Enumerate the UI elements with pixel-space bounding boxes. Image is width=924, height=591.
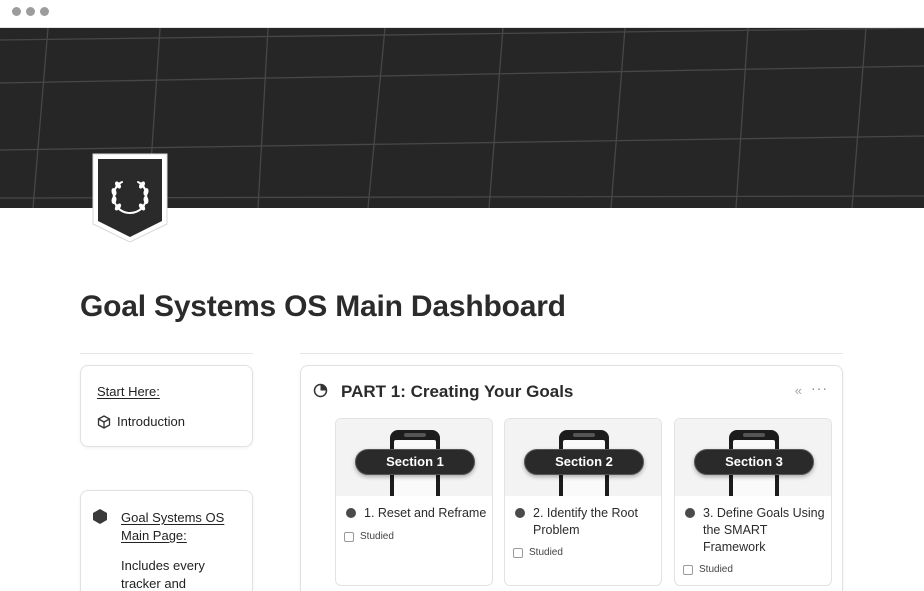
part1-title[interactable]: PART 1: Creating Your Goals xyxy=(341,382,574,401)
studied-label: Studied xyxy=(360,531,394,542)
studied-checkbox[interactable] xyxy=(513,547,523,558)
main-divider xyxy=(300,353,843,354)
main-page-description: Includes every tracker and xyxy=(121,558,205,591)
section-badge: Section 3 xyxy=(694,449,814,475)
cube-icon xyxy=(97,414,111,429)
main-page-card: Goal Systems OS Main Page: Includes ever… xyxy=(80,490,253,591)
studied-label: Studied xyxy=(529,547,563,558)
section-badge: Section 2 xyxy=(524,449,644,475)
pie-chart-icon xyxy=(313,383,328,398)
window-minimize-dot[interactable] xyxy=(26,7,35,16)
part1-card: PART 1: Creating Your Goals « ··· Sectio… xyxy=(300,365,843,591)
studied-checkbox[interactable] xyxy=(344,531,354,542)
collapse-icon[interactable]: « xyxy=(794,383,802,398)
studied-checkbox[interactable] xyxy=(683,564,693,575)
section-title: 3. Define Goals Using the SMART Framewor… xyxy=(703,506,825,554)
studied-checkbox-row[interactable]: Studied xyxy=(344,531,394,542)
bullet-icon xyxy=(685,508,695,518)
window-titlebar xyxy=(0,0,924,28)
studied-checkbox-row[interactable]: Studied xyxy=(513,547,563,558)
window-zoom-dot[interactable] xyxy=(40,7,49,16)
studied-label: Studied xyxy=(699,564,733,575)
start-here-label[interactable]: Start Here: xyxy=(97,384,160,399)
main-page-link[interactable]: Goal Systems OS Main Page: xyxy=(121,510,225,543)
laurel-shield-icon[interactable] xyxy=(91,152,169,244)
start-here-card: Start Here: Introduction xyxy=(80,365,253,447)
introduction-label: Introduction xyxy=(117,414,185,429)
section-cover: Section 1 xyxy=(336,419,492,496)
sidebar-divider xyxy=(80,353,253,354)
section-card-3[interactable]: Section 3 3. Define Goals Using the SMAR… xyxy=(674,418,832,586)
section-cover: Section 3 xyxy=(675,419,831,496)
studied-checkbox-row[interactable]: Studied xyxy=(683,564,733,575)
bullet-icon xyxy=(515,508,525,518)
section-title: 1. Reset and Reframe xyxy=(364,506,487,520)
section-card-1[interactable]: Section 1 1. Reset and Reframe Studied xyxy=(335,418,493,586)
bullet-icon xyxy=(346,508,356,518)
hexagon-icon xyxy=(93,509,107,524)
page-title: Goal Systems OS Main Dashboard xyxy=(80,290,566,323)
window-close-dot[interactable] xyxy=(12,7,21,16)
section-cover: Section 2 xyxy=(505,419,661,496)
introduction-link[interactable]: Introduction xyxy=(97,414,185,429)
more-options-icon[interactable]: ··· xyxy=(811,380,828,396)
section-badge: Section 1 xyxy=(355,449,475,475)
section-title: 2. Identify the Root Problem xyxy=(533,506,638,537)
section-card-2[interactable]: Section 2 2. Identify the Root Problem S… xyxy=(504,418,662,586)
